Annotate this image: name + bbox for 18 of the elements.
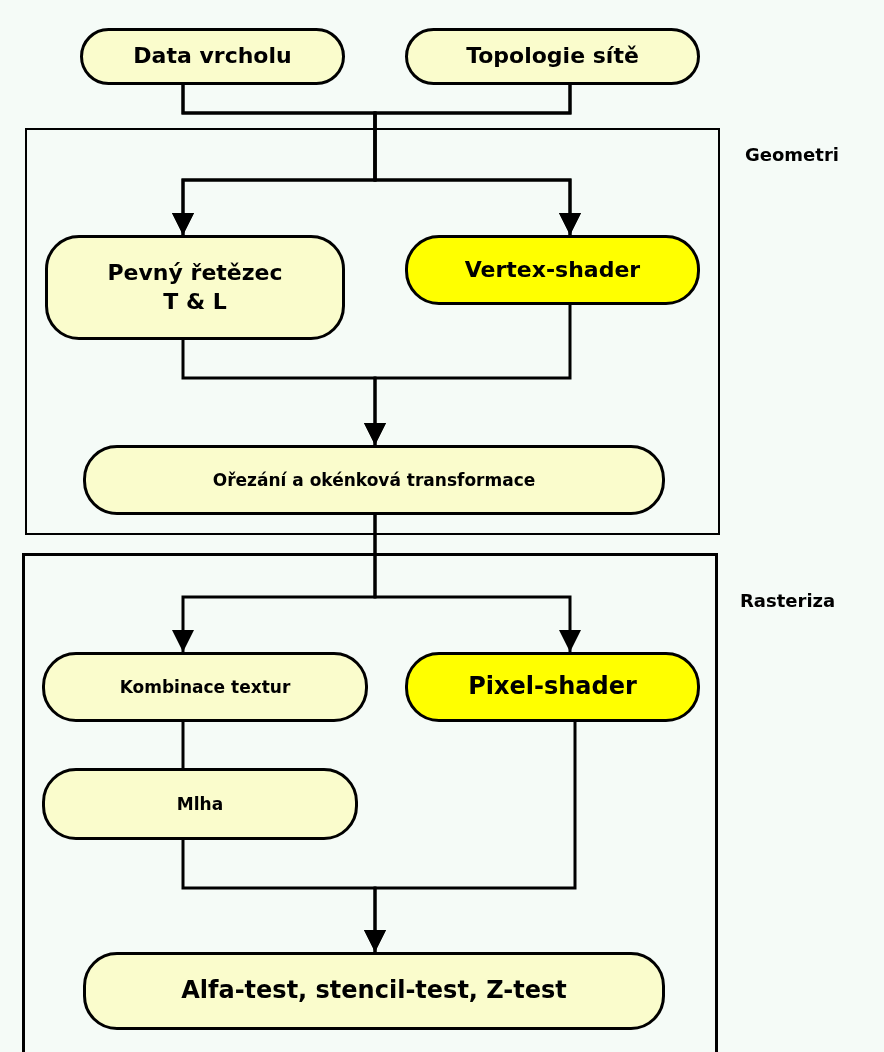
group-frame — [25, 128, 720, 535]
section-heading: Geometri — [745, 144, 839, 165]
group-frame — [22, 553, 718, 1052]
process-box: Kombinace textur — [42, 652, 368, 722]
process-box: Vertex-shader — [405, 235, 700, 305]
arrow — [373, 85, 581, 235]
process-box: Pixel-shader — [405, 652, 700, 722]
process-box: Mlha — [42, 768, 358, 840]
arrow — [364, 305, 572, 445]
process-box: Topologie sítě — [405, 28, 700, 85]
process-box: Ořezání a okénková transformace — [83, 445, 665, 515]
connector-line — [181, 722, 185, 768]
section-heading: Rasteriza — [740, 590, 836, 611]
process-box: Pevný řetězec T & L — [45, 235, 345, 340]
arrow — [364, 722, 577, 952]
process-box: Data vrcholu — [80, 28, 345, 85]
arrow — [373, 515, 581, 652]
process-box: Alfa-test, stencil-test, Z-test — [83, 952, 665, 1030]
